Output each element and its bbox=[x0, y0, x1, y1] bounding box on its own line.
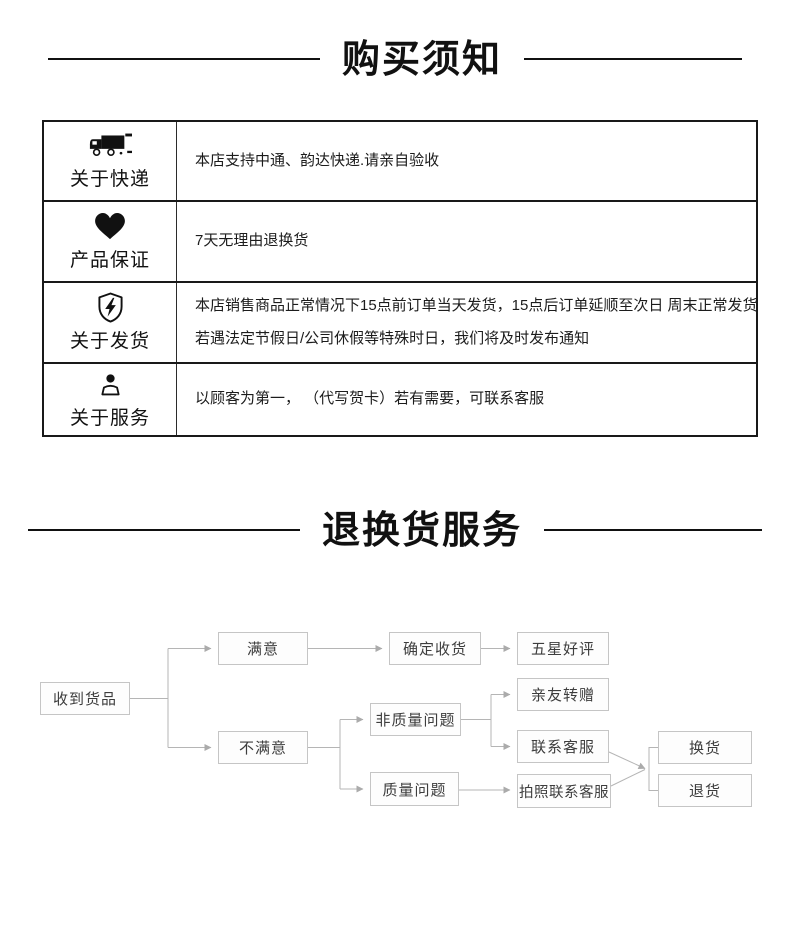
shipping-text-line1: 本店销售商品正常情况下15点前订单当天发货，15点后订单延顺至次日 周末正常发货 bbox=[195, 297, 758, 315]
flow-node-contact-service: 联系客服 bbox=[517, 730, 609, 763]
guarantee-text: 7天无理由退换货 bbox=[195, 232, 309, 250]
service-content-cell: 以顾客为第一， （代写贺卡）若有需要，可联系客服 bbox=[177, 364, 756, 435]
title-rule-left bbox=[27, 529, 300, 531]
table-row-service: 关于服务 以顾客为第一， （代写贺卡）若有需要，可联系客服 bbox=[44, 364, 756, 435]
express-text: 本店支持中通、韵达快递.请亲自验收 bbox=[195, 151, 440, 169]
notice-table: 关于快递 本店支持中通、韵达快递.请亲自验收 产品保证 7天无理由退换货 bbox=[42, 120, 758, 437]
guarantee-label-cell: 产品保证 bbox=[44, 202, 177, 281]
title-rule-right bbox=[544, 529, 762, 531]
flow-connectors bbox=[130, 645, 658, 794]
title-rule-left bbox=[47, 58, 320, 60]
express-label: 关于快递 bbox=[69, 169, 150, 190]
purchase-notice-title: 购买须知 bbox=[0, 36, 790, 82]
flow-node-unsatisfied: 不满意 bbox=[218, 731, 308, 764]
service-text: 以顾客为第一， （代写贺卡）若有需要，可联系客服 bbox=[195, 390, 545, 408]
heart-icon bbox=[95, 212, 125, 242]
flow-node-refund: 退货 bbox=[658, 774, 752, 807]
table-row-guarantee: 产品保证 7天无理由退换货 bbox=[44, 202, 756, 283]
flow-node-gift-to-friends: 亲友转赠 bbox=[517, 678, 609, 711]
service-label: 关于服务 bbox=[69, 407, 150, 429]
title-rule-right bbox=[524, 58, 742, 60]
table-row-shipping: 关于发货 本店销售商品正常情况下15点前订单当天发货，15点后订单延顺至次日 周… bbox=[44, 283, 758, 364]
flow-node-quality-issue: 质量问题 bbox=[370, 772, 459, 806]
shipping-label-cell: 关于发货 bbox=[44, 283, 177, 362]
shipping-text-line2: 若遇法定节假日/公司休假等特殊时日，我们将及时发布通知 bbox=[195, 329, 590, 347]
flow-node-five-star: 五星好评 bbox=[517, 632, 609, 665]
person-icon bbox=[98, 370, 123, 400]
return-service-title-text: 退换货服务 bbox=[321, 507, 522, 552]
purchase-notice-title-text: 购买须知 bbox=[341, 36, 502, 81]
table-row-express: 关于快递 本店支持中通、韵达快递.请亲自验收 bbox=[44, 122, 756, 202]
guarantee-content-cell: 7天无理由退换货 bbox=[177, 202, 756, 281]
shield-lightning-icon bbox=[97, 292, 124, 323]
shipping-label: 关于发货 bbox=[69, 330, 150, 352]
service-label-cell: 关于服务 bbox=[44, 364, 177, 435]
flow-node-photo-contact-service: 拍照联系客服 bbox=[517, 774, 611, 808]
express-content-cell: 本店支持中通、韵达快递.请亲自验收 bbox=[177, 122, 756, 200]
return-flowchart: 收到货品 满意 确定收货 五星好评 不满意 非质量问题 亲友转赠 联系客服 质量… bbox=[0, 600, 790, 890]
flow-node-exchange: 换货 bbox=[658, 731, 752, 764]
truck-icon bbox=[88, 131, 132, 161]
return-service-title: 退换货服务 bbox=[0, 507, 790, 553]
express-label-cell: 关于快递 bbox=[44, 122, 177, 200]
guarantee-label: 产品保证 bbox=[69, 249, 150, 271]
flow-node-non-quality-issue: 非质量问题 bbox=[370, 703, 461, 736]
flow-node-satisfied: 满意 bbox=[218, 632, 308, 665]
flow-node-received: 收到货品 bbox=[40, 682, 130, 715]
shipping-content-cell: 本店销售商品正常情况下15点前订单当天发货，15点后订单延顺至次日 周末正常发货… bbox=[177, 283, 764, 362]
flow-node-confirm-receipt: 确定收货 bbox=[389, 632, 481, 665]
